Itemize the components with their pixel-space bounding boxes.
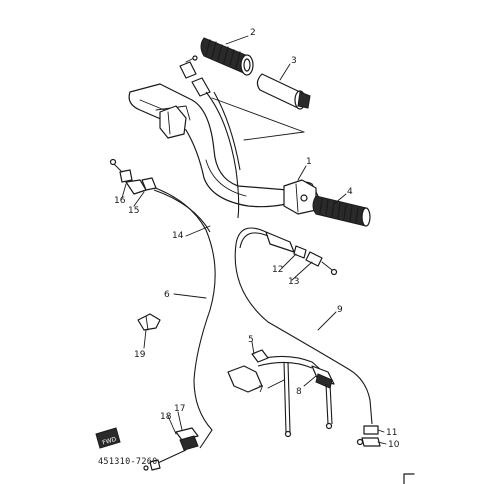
callout-2: 2 [250, 28, 256, 38]
callout-1: 1 [306, 157, 312, 167]
callout-leaders [121, 35, 387, 445]
callout-12: 12 [272, 265, 283, 275]
handlebar-clamp [159, 105, 187, 139]
part-code: 451310-7260 [98, 457, 158, 467]
callout-9: 9 [337, 305, 343, 315]
cable-upper [191, 77, 241, 219]
callout-10: 10 [388, 440, 400, 450]
grip-right [312, 195, 371, 227]
callout-labels: 1 2 3 4 5 6 7 8 9 10 11 12 13 14 15 16 1… [114, 28, 400, 450]
fwd-badge-label: FWD [102, 436, 118, 447]
corner-mark [403, 473, 415, 484]
grip-top [200, 37, 254, 76]
cable-guide [137, 313, 161, 331]
callout-19: 19 [134, 350, 146, 360]
fwd-badge: FWD [95, 427, 121, 449]
throttle-cable [234, 227, 373, 425]
cable-end-fittings [356, 425, 381, 447]
callout-18: 18 [160, 412, 172, 422]
callout-13: 13 [288, 277, 299, 287]
callout-11: 11 [386, 428, 397, 438]
callout-3: 3 [291, 56, 297, 66]
leader-lines [211, 97, 305, 141]
throttle-housing [283, 179, 317, 215]
lower-cable-junction [227, 349, 335, 438]
callout-5: 5 [248, 335, 254, 345]
callout-6: 6 [164, 290, 170, 300]
callout-8: 8 [296, 387, 302, 397]
clutch-cable-end [143, 427, 199, 471]
callout-4: 4 [347, 187, 353, 197]
callout-16: 16 [114, 196, 126, 206]
callout-17: 17 [174, 404, 185, 414]
callout-7: 7 [258, 385, 264, 395]
lever-bracket-top [179, 55, 198, 79]
clutch-cable [109, 158, 216, 449]
throttle-grip [256, 73, 311, 110]
callout-15: 15 [128, 206, 139, 216]
callout-14: 14 [172, 231, 184, 241]
